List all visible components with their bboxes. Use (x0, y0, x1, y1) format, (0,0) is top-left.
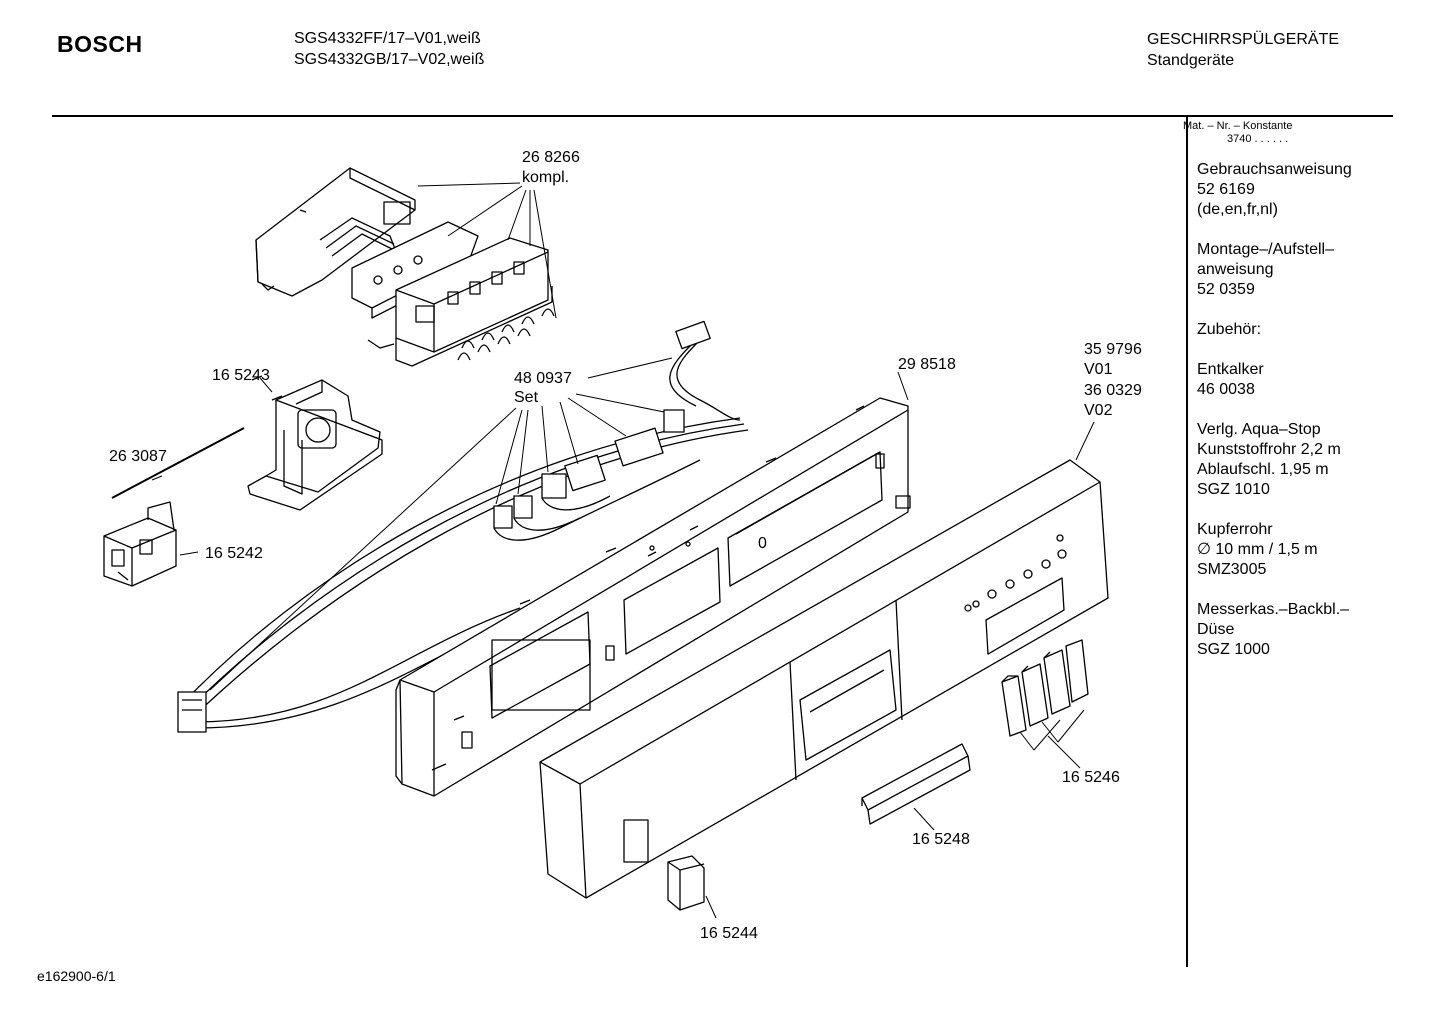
sidebar: Mat. – Nr. – Konstante 3740 . . . . . . … (1183, 120, 1397, 680)
buttons-165246 (1001, 639, 1089, 737)
category-subtitle: Standgeräte (1147, 52, 1235, 69)
sidebar-block-descaler: Entkalker 46 0038 (1197, 361, 1264, 398)
sidebar-block-manual: Gebrauchsanweisung 52 6169 (de,en,fr,nl) (1197, 161, 1352, 218)
sidebar-block-aquastop: Verlg. Aqua–Stop Kunststoffrohr 2,2 m Ab… (1197, 421, 1341, 498)
part-label-v02: V02 (1084, 402, 1113, 419)
konstante-label: Mat. – Nr. – Konstante (1183, 120, 1293, 132)
control-panel-frame-298518 (395, 397, 911, 797)
exploded-parts-drawing: 26 8266 kompl. 16 5243 26 3087 16 5242 4… (103, 149, 1142, 942)
model-line-2: SGS4332GB/17–V02,weiß (294, 51, 485, 68)
part-label-480937: 48 0937 (514, 370, 572, 387)
part-label-360329: 36 0329 (1084, 382, 1142, 399)
part-label-480937-note: Set (514, 389, 539, 406)
part-label-v01: V01 (1084, 361, 1113, 378)
part-label-165248: 16 5248 (912, 831, 970, 848)
leader-165244 (705, 895, 717, 919)
drawing-code: e162900-6/1 (37, 968, 116, 984)
part-label-268266: 26 8266 (522, 149, 580, 166)
part-label-165242: 16 5242 (205, 545, 263, 562)
leader-165246 (1019, 709, 1085, 769)
leader-359796 (1075, 421, 1095, 461)
part-label-165243: 16 5243 (212, 367, 270, 384)
part-label-268266-note: kompl. (522, 169, 569, 186)
leader-263087 (151, 475, 163, 481)
sidebar-divider (1186, 117, 1188, 967)
leader-lines-480937 (209, 357, 673, 691)
cable-harness-480937 (177, 320, 749, 733)
frame-zero-mark: 0 (758, 535, 767, 552)
electronic-module-housing (367, 237, 555, 367)
switch-165242 (103, 501, 177, 587)
rod-263087 (111, 427, 245, 499)
sidebar-block-copper-pipe: Kupferrohr ∅ 10 mm / 1,5 m SMZ3005 (1197, 521, 1318, 578)
electronic-module-board (255, 167, 416, 297)
part-label-165244: 16 5244 (700, 925, 758, 942)
leader-165243 (259, 377, 273, 393)
part-label-165246: 16 5246 (1062, 769, 1120, 786)
leader-lines-268266 (417, 182, 557, 319)
konstante-value: 3740 . . . . . . (1227, 133, 1289, 145)
strip-165248 (861, 743, 971, 825)
part-label-359796: 35 9796 (1084, 341, 1142, 358)
knob-165244 (667, 855, 705, 911)
front-fascia-359796 (539, 459, 1109, 899)
switch-housing-165243 (247, 375, 383, 511)
sidebar-block-nozzle: Messerkas.–Backbl.– Düse SGZ 1000 (1197, 601, 1350, 658)
leader-165242 (179, 551, 199, 556)
part-label-263087: 26 3087 (109, 448, 167, 465)
part-label-298518: 29 8518 (898, 356, 956, 373)
sidebar-block-installation: Montage–/Aufstell– anweisung 52 0359 (1197, 241, 1334, 298)
sidebar-block-accessories: Zubehör: (1197, 321, 1262, 338)
leader-298518 (897, 371, 909, 401)
category-title: GESCHIRRSPÜLGERÄTE (1147, 31, 1340, 48)
header-divider (52, 115, 1393, 117)
leader-165248 (913, 807, 935, 831)
brand-logo: BOSCH (57, 31, 143, 57)
model-line-1: SGS4332FF/17–V01,weiß (294, 30, 481, 47)
